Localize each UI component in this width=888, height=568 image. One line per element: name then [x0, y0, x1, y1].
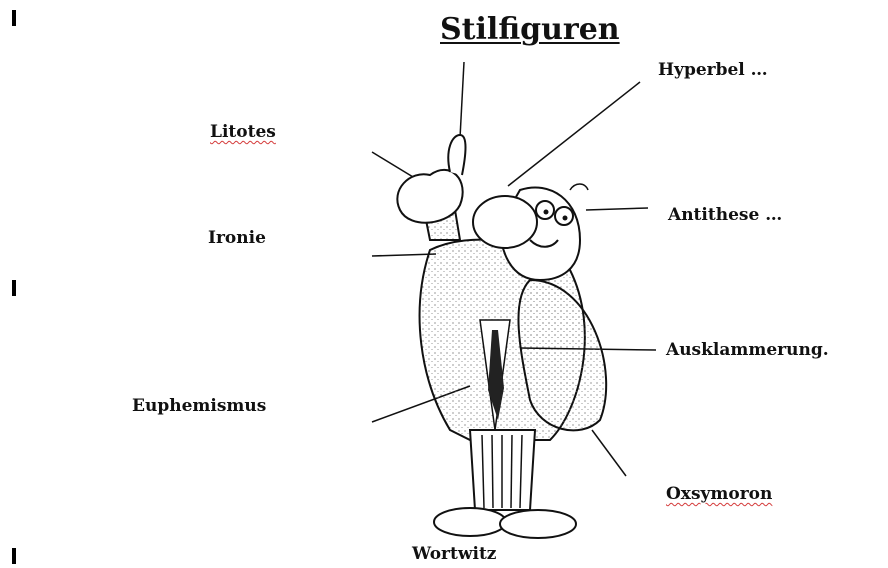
pointer-line-top: [460, 62, 464, 138]
label-wortwitz: Wortwitz: [412, 544, 496, 564]
label-antithese: Antithese …: [668, 205, 782, 225]
big-nose: [473, 196, 537, 248]
label-euphemismus: Euphemismus: [132, 396, 266, 416]
label-ausklammerung: Ausklammerung.: [666, 340, 829, 360]
label-hyperbel: Hyperbel …: [658, 60, 768, 80]
label-ironie: Ironie: [208, 228, 266, 248]
cartoon-man-illustration: [380, 130, 640, 550]
label-oxsymoron: Oxsymoron: [666, 484, 772, 504]
label-litotes: Litotes: [210, 122, 276, 142]
shoes: [434, 508, 576, 538]
raised-arm-and-fist: [397, 135, 465, 240]
striped-trousers: [470, 430, 535, 510]
